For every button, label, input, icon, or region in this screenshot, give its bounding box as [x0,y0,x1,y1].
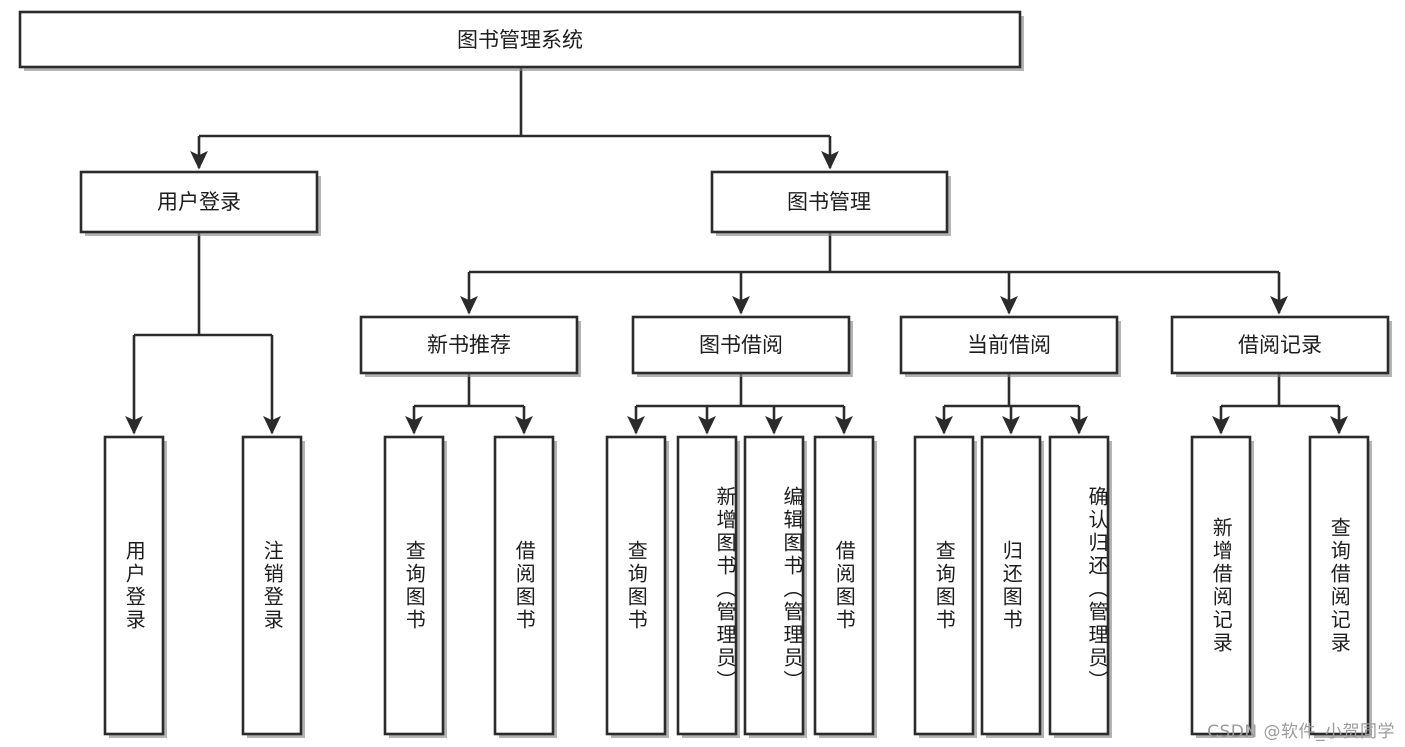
node-leaf-borrow-record-0[interactable] [1190,435,1254,738]
node-leaf-book-borrow-1[interactable] [676,435,740,738]
node-new-book-recommend[interactable]: 新书推荐 [359,315,581,377]
connector-group-book-borrow [627,373,853,435]
node-leaf-current-borrow-1[interactable] [980,435,1044,738]
node-leaf-current-borrow-2[interactable] [1048,435,1112,738]
node-borrow-record-label: 借阅记录 [1238,333,1322,357]
node-leaf-book-borrow-3[interactable] [813,435,877,738]
node-user-login[interactable]: 用户登录 [79,170,321,236]
connector-group-user-login [125,233,281,435]
node-borrow-record[interactable]: 借阅记录 [1170,315,1392,377]
node-leaf-new-book-1[interactable] [493,435,557,738]
connector-group-book-manage [460,232,1288,315]
watermark-text: CSDN @软件_小贺同学 [1207,722,1395,742]
node-book-manage-label: 图书管理 [787,190,871,214]
connector-group-root [190,67,839,170]
node-book-borrow-label: 图书借阅 [699,333,783,357]
node-leaf-book-borrow-0[interactable] [605,435,669,738]
connector-group-new-book [405,373,533,435]
node-leaf-book-borrow-2[interactable] [743,435,807,738]
node-user-login-label: 用户登录 [157,190,241,214]
connector-group-current-borrow [935,373,1088,435]
node-leaf-user-login-0[interactable] [103,435,167,738]
node-leaf-current-borrow-0[interactable] [913,435,977,738]
node-book-borrow[interactable]: 图书借阅 [631,315,853,377]
node-current-borrow[interactable]: 当前借阅 [899,315,1121,377]
node-leaf-borrow-record-1[interactable] [1308,435,1372,738]
node-leaf-new-book-0[interactable] [383,435,447,738]
node-current-borrow-label: 当前借阅 [967,333,1051,357]
node-root-label: 图书管理系统 [457,28,583,52]
node-root[interactable]: 图书管理系统 [18,10,1024,71]
node-leaf-user-login-1[interactable] [241,435,305,738]
connector-group-borrow-record [1212,373,1348,435]
node-book-manage[interactable]: 图书管理 [710,170,951,236]
node-new-book-recommend-label: 新书推荐 [427,333,511,357]
